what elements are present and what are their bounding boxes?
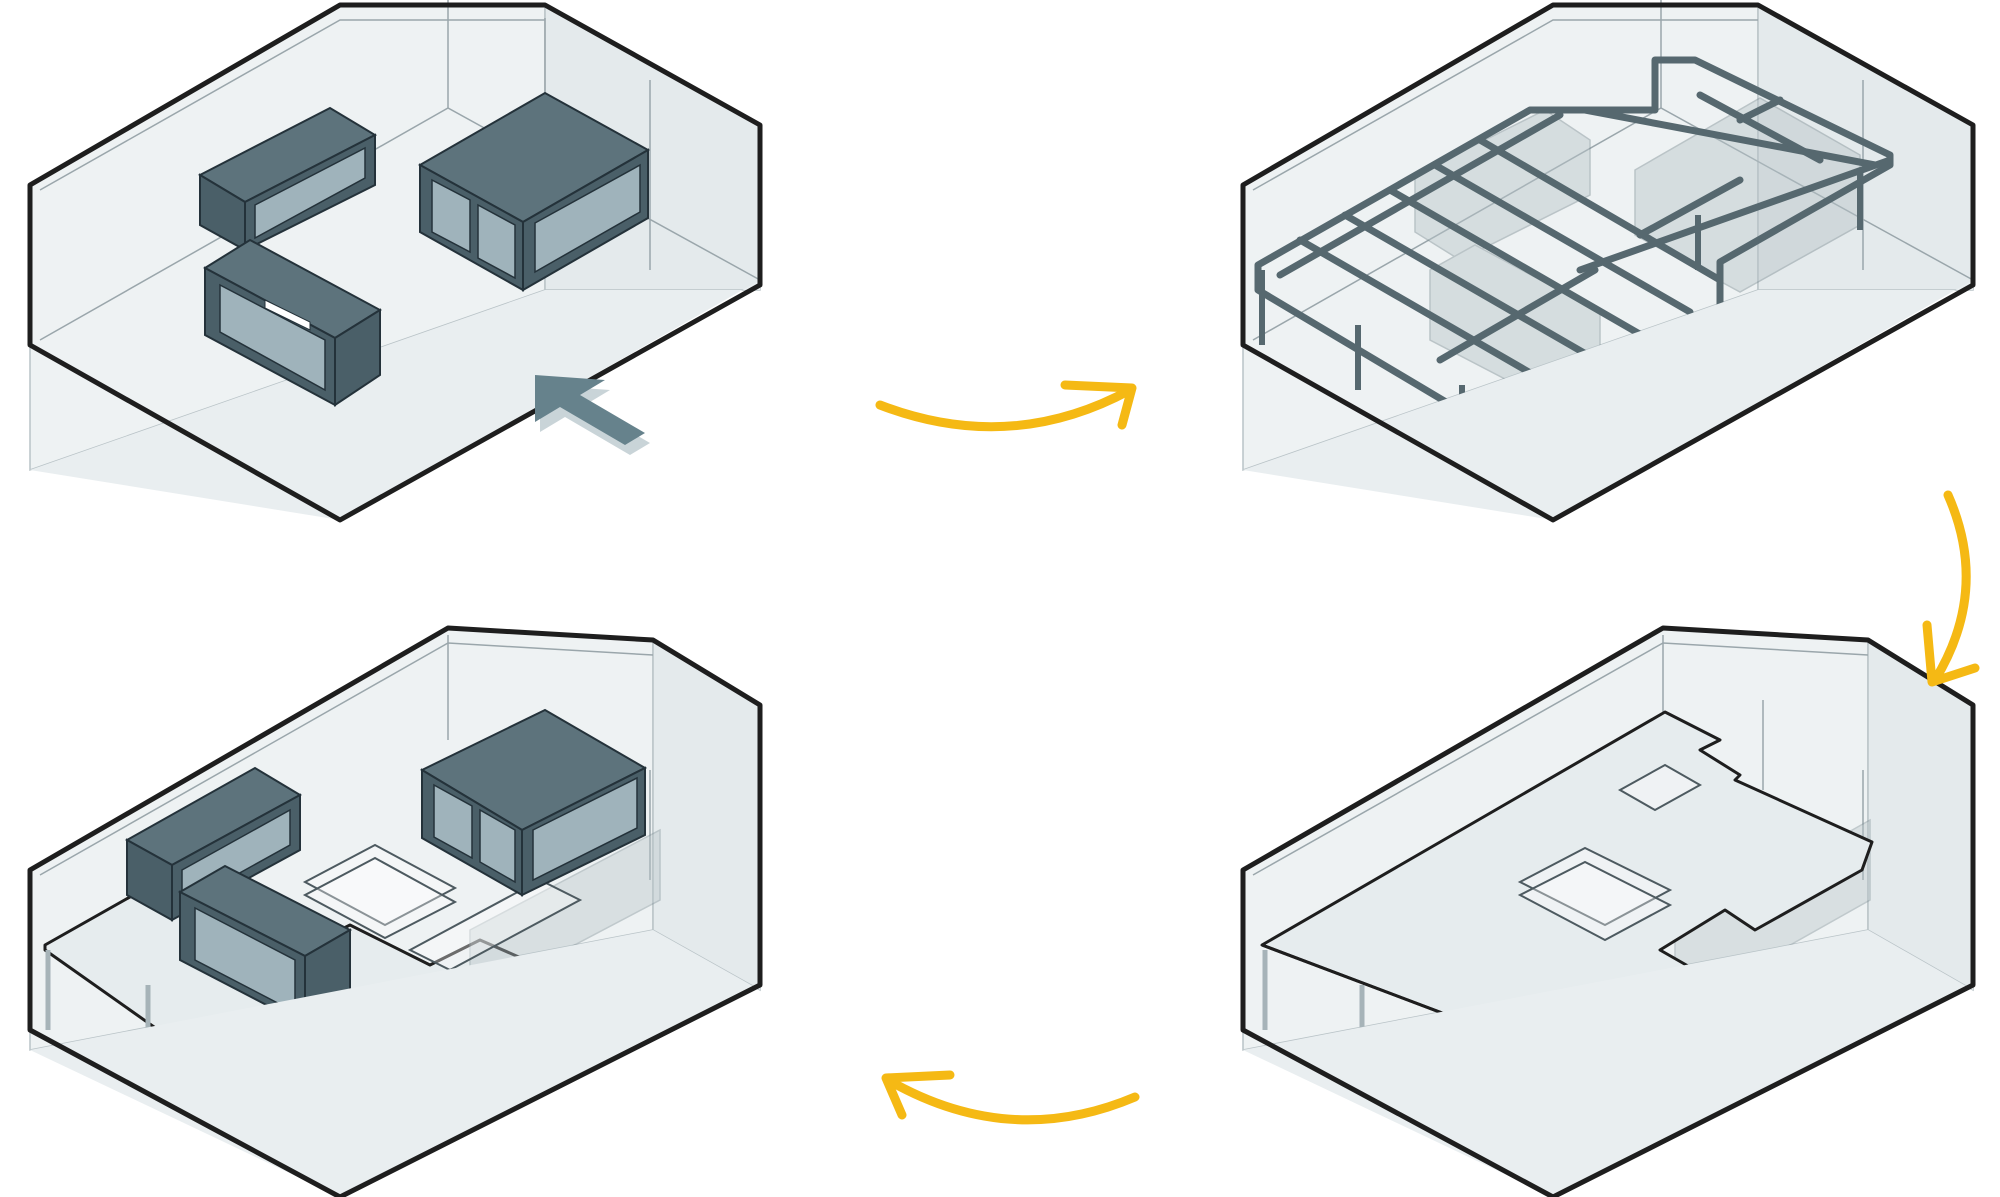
frame-beam (1296, 236, 1564, 394)
frame-beam (1386, 186, 1654, 344)
container-opening (532, 776, 638, 882)
stair-void-railing (1517, 846, 1673, 927)
container-group-right (419, 708, 648, 897)
building-outline (27, 2, 763, 523)
container-opening (534, 163, 641, 274)
container-opening (431, 178, 471, 254)
stair-void-railing (1517, 860, 1673, 942)
frame-beam (1636, 176, 1744, 239)
container-opening (477, 203, 516, 280)
frame-beam (1341, 211, 1609, 369)
flow-arrow-icon (881, 1070, 1140, 1125)
flow-arrow-curve-2 (1930, 490, 1971, 685)
flow-arrow-head-3 (881, 1070, 955, 1120)
building-outline (27, 625, 763, 1197)
frame-beam (1696, 91, 1824, 164)
flow-arrow-head-2 (1922, 620, 1980, 687)
panel-step-2 (1240, 0, 1976, 523)
frame-beam (1576, 156, 1894, 274)
frame-beam (1736, 96, 1784, 124)
floor (1243, 280, 1973, 520)
container-opening (219, 283, 326, 392)
upper-stair-railing (1617, 763, 1703, 812)
container-front (334, 308, 381, 407)
flow-arrow-icon (1922, 490, 1980, 687)
wall-seam (39, 19, 545, 191)
container-opening (479, 808, 516, 884)
container-window (264, 299, 311, 331)
flow-arrow-curve-1 (875, 385, 1135, 432)
container-group-right (417, 91, 651, 292)
container-opening (254, 146, 366, 240)
panel-step-1 (27, 0, 763, 523)
container-group-left (197, 106, 382, 407)
panel-step-3 (1240, 625, 1976, 1197)
flow-arrows (875, 380, 1980, 1125)
building-outline (1240, 625, 1976, 1197)
flow-arrow-icon (875, 380, 1137, 432)
void-railing (302, 843, 458, 927)
floor-edge (39, 107, 761, 341)
void-railing (302, 856, 458, 940)
frame-beam (1276, 111, 1564, 279)
frame-beam (1436, 266, 1599, 364)
floor (30, 280, 760, 520)
flow-arrow-head-1 (1060, 380, 1137, 430)
container-group-left (124, 766, 353, 1027)
frame-beam (1476, 136, 1724, 284)
floor-edge (1252, 107, 1974, 341)
edge-railing (407, 878, 583, 972)
flow-arrow-curve-3 (883, 1075, 1140, 1125)
frame-beam (1581, 106, 1879, 169)
entry-arrow (535, 375, 645, 445)
wall-seam (1252, 19, 1758, 191)
frame-beam (1431, 161, 1694, 316)
panel-step-4 (27, 625, 763, 1197)
building-outline (1240, 2, 1976, 523)
container-opening (433, 783, 473, 860)
entry-arrow-icon (535, 375, 650, 455)
